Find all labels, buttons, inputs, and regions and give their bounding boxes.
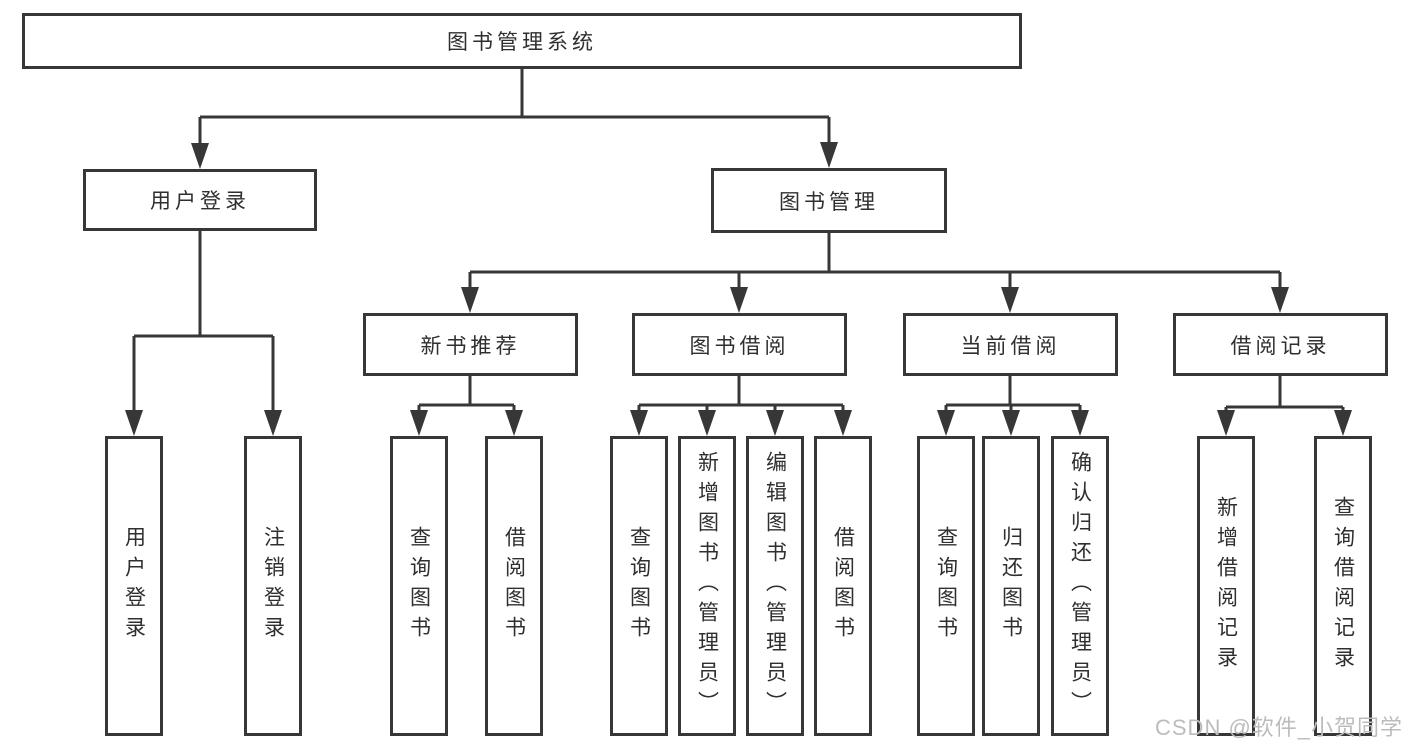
node-current-borrow: 当前借阅 <box>903 313 1118 376</box>
leaf-add-borrow-record: 新增借阅记录 <box>1197 436 1255 736</box>
node-borrow-records-label: 借阅记录 <box>1230 334 1331 358</box>
node-book-management-label: 图书管理 <box>779 190 879 214</box>
leaf-user-login: 用户登录 <box>105 436 163 736</box>
node-root-label: 图书管理系统 <box>447 31 597 54</box>
connector-records-to-leaves <box>1224 376 1345 432</box>
node-current-borrow-label: 当前借阅 <box>960 334 1061 358</box>
leaf-borrow-books: 借阅图书 <box>814 436 872 736</box>
connector-userlogin-to-leaves <box>132 231 275 432</box>
node-root: 图书管理系统 <box>22 13 1022 69</box>
node-book-management: 图书管理 <box>711 168 947 233</box>
connector-currentborrow-to-leaves <box>944 376 1082 432</box>
leaf-query-books-current: 查询图书 <box>917 436 975 736</box>
leaf-confirm-return-admin: 确认归还（管理员） <box>1051 436 1109 736</box>
connector-newbook-to-leaves <box>417 376 516 432</box>
node-user-login-label: 用户登录 <box>150 190 250 213</box>
leaf-logout: 注销登录 <box>244 436 302 736</box>
leaf-query-books-borrow: 查询图书 <box>610 436 668 736</box>
node-new-book-recommend: 新书推荐 <box>363 313 578 376</box>
leaf-return-books: 归还图书 <box>982 436 1040 736</box>
leaf-query-borrow-record: 查询借阅记录 <box>1314 436 1372 736</box>
leaf-add-books-admin: 新增图书（管理员） <box>678 436 736 736</box>
node-borrow-records: 借阅记录 <box>1173 313 1388 376</box>
node-user-login: 用户登录 <box>83 169 317 231</box>
node-book-borrow-label: 图书借阅 <box>689 334 790 358</box>
leaf-query-books-recommend: 查询图书 <box>390 436 448 736</box>
connector-bookborrow-to-leaves <box>637 376 845 432</box>
leaf-edit-books-admin: 编辑图书（管理员） <box>746 436 804 736</box>
connector-root-to-level2 <box>198 69 831 165</box>
leaf-borrow-books-recommend: 借阅图书 <box>485 436 543 736</box>
csdn-watermark: CSDN @软件_小贺同学 <box>1155 715 1404 740</box>
node-book-borrow: 图书借阅 <box>632 313 847 376</box>
node-new-book-recommend-label: 新书推荐 <box>420 334 521 358</box>
connector-bookmgmt-to-level3 <box>468 233 1282 309</box>
